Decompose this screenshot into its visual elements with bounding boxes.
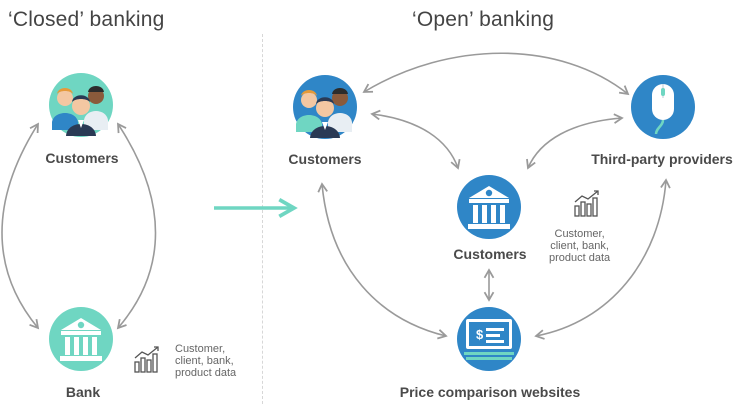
closed-arrow-left <box>1 122 40 330</box>
section-divider <box>262 34 263 404</box>
arrow-thirdparty-comparison <box>534 178 671 340</box>
third-party-label: Third-party providers <box>591 151 733 167</box>
arrow-customers-thirdparty <box>362 52 630 96</box>
arrow-customers-center <box>370 109 461 170</box>
closed-bank-icon <box>48 306 114 377</box>
price-comparison-label: Price comparison websites <box>399 384 581 400</box>
svg-text:$: $ <box>476 327 484 342</box>
closed-data-note: Customer, client, bank, product data <box>175 343 237 379</box>
open-customers-icon <box>292 74 358 145</box>
closed-customers-label: Customers <box>45 150 119 166</box>
center-bank-icon <box>456 174 522 245</box>
arrow-customers-comparison <box>317 182 448 340</box>
open-banking-title: ‘Open’ banking <box>412 8 555 31</box>
closed-banking-title: ‘Closed’ banking <box>8 8 165 31</box>
price-comparison-icon: $ <box>456 306 522 377</box>
center-customers-label: Customers <box>453 246 527 262</box>
closed-bank-label: Bank <box>65 384 101 400</box>
chart-icon <box>132 344 162 379</box>
mouse-icon <box>630 74 696 145</box>
open-customers-label: Customers <box>288 151 362 167</box>
closed-customers-icon <box>48 72 114 143</box>
chart-icon <box>572 188 602 223</box>
open-data-note: Customer, client, bank, product data <box>549 228 611 264</box>
closed-arrow-right <box>116 122 157 330</box>
arrow-thirdparty-center <box>526 113 624 170</box>
